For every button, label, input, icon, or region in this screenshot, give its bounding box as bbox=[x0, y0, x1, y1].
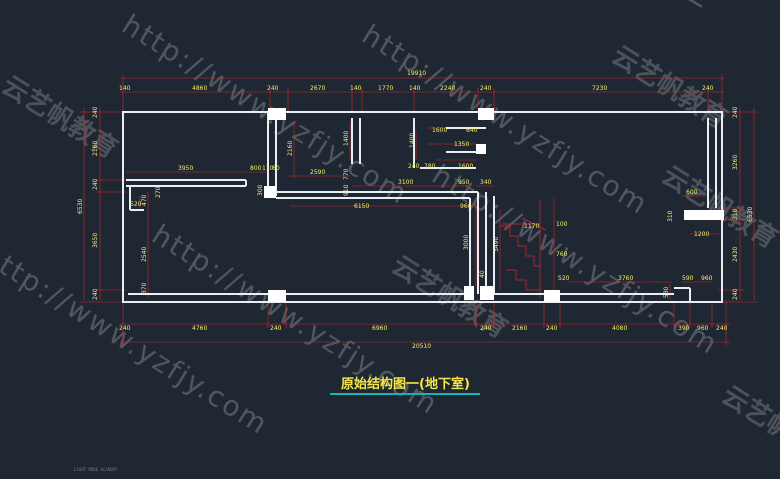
dim-interior: 3100 bbox=[398, 179, 413, 186]
watermark-brand: 云艺帆教育 bbox=[716, 380, 780, 475]
columns bbox=[264, 108, 724, 302]
dim-top-seg: 240 bbox=[480, 85, 492, 92]
watermark-brand: 云艺帆教育 bbox=[0, 70, 123, 165]
dim-interior: 530 bbox=[663, 286, 670, 298]
dim-bottom-total: 20510 bbox=[412, 343, 431, 350]
dim-interior: 240 bbox=[408, 163, 420, 170]
dim-top-total: 19910 bbox=[407, 70, 426, 77]
dim-bottom-seg: 960 bbox=[697, 325, 709, 332]
dim-interior: 1600 bbox=[458, 163, 473, 170]
dim-top-seg: 7230 bbox=[592, 85, 607, 92]
dim-left-seg: 3650 bbox=[92, 233, 99, 248]
dim-interior: 600 bbox=[686, 189, 698, 196]
dimension-labels: 19910 140 4860 240 2670 140 1770 140 224… bbox=[77, 70, 754, 350]
dim-interior: 1170 bbox=[524, 223, 539, 230]
dim-top-seg: 240 bbox=[267, 85, 279, 92]
dim-interior: 760 bbox=[556, 251, 568, 258]
dim-interior: 960 bbox=[460, 203, 472, 210]
dim-interior: 1350 bbox=[454, 141, 469, 148]
dim-top-seg: 2670 bbox=[310, 85, 325, 92]
dim-bottom-seg: 240 bbox=[270, 325, 282, 332]
dim-right-seg: 240 bbox=[732, 288, 739, 300]
dim-interior: 3760 bbox=[618, 275, 633, 282]
dim-bottom-seg: 4080 bbox=[612, 325, 627, 332]
dim-interior: 310 bbox=[667, 210, 674, 222]
dim-interior: 1400 bbox=[343, 131, 350, 146]
dim-bottom-seg: 2160 bbox=[512, 325, 527, 332]
dim-top-seg: 140 bbox=[119, 85, 131, 92]
dim-interior: 1200 bbox=[694, 231, 709, 238]
watermark-brand: 云艺帆教育 bbox=[656, 160, 780, 255]
dim-right-seg: 2430 bbox=[732, 247, 739, 262]
dim-interior: 6150 bbox=[354, 203, 369, 210]
dim-bottom-seg: 390 bbox=[678, 325, 690, 332]
dim-interior: 950 bbox=[458, 179, 470, 186]
walls bbox=[122, 111, 723, 303]
dim-interior: 520 bbox=[558, 275, 570, 282]
dim-interior: 1400 bbox=[409, 133, 416, 148]
dim-interior: 2160 bbox=[287, 141, 294, 156]
dim-left-seg: 240 bbox=[92, 106, 99, 118]
dim-top-seg: 140 bbox=[409, 85, 421, 92]
dim-interior: 2540 bbox=[141, 247, 148, 262]
dim-interior: 110 bbox=[262, 165, 274, 172]
dim-bottom-seg: 240 bbox=[480, 325, 492, 332]
drawing-title: 原始结构图一(地下室) bbox=[341, 376, 470, 392]
dim-left-seg: 240 bbox=[92, 178, 99, 190]
dimension-lines bbox=[80, 74, 758, 346]
dim-interior: 960 bbox=[701, 275, 713, 282]
dim-interior: 910 bbox=[343, 184, 350, 196]
dim-interior: 40 bbox=[479, 270, 486, 278]
dim-interior: 3950 bbox=[178, 165, 193, 172]
dim-interior: 590 bbox=[682, 275, 694, 282]
dim-interior: 3000 bbox=[463, 235, 470, 250]
dim-interior: 2590 bbox=[310, 169, 325, 176]
dim-interior: 370 bbox=[141, 282, 148, 294]
dim-interior: 770 bbox=[343, 168, 350, 180]
dim-left-total: 6530 bbox=[77, 199, 84, 214]
dim-interior: 640 bbox=[466, 127, 478, 134]
dim-interior: 800 bbox=[250, 165, 262, 172]
dim-interior: 3490 bbox=[493, 237, 500, 252]
dim-left-seg: 240 bbox=[92, 288, 99, 300]
dim-interior: 100 bbox=[556, 221, 568, 228]
dim-top-seg: 2240 bbox=[440, 85, 455, 92]
dim-bottom-seg: 6960 bbox=[372, 325, 387, 332]
dim-interior: 780 bbox=[424, 163, 436, 170]
dim-right-seg: 310 bbox=[732, 208, 739, 220]
staircase bbox=[500, 200, 547, 298]
dim-interior: 470 bbox=[141, 194, 148, 206]
title-underline bbox=[330, 393, 480, 395]
drawing-title-block: 原始结构图一(地下室) bbox=[330, 376, 480, 395]
watermark-brand: 云艺帆教育 bbox=[606, 40, 733, 135]
dim-top-seg: 240 bbox=[702, 85, 714, 92]
dim-top-seg: 1770 bbox=[378, 85, 393, 92]
dim-bottom-seg: 4760 bbox=[192, 325, 207, 332]
dim-interior: 340 bbox=[480, 179, 492, 186]
dim-interior: 520 bbox=[130, 201, 142, 208]
dim-bottom-seg: 240 bbox=[119, 325, 131, 332]
dim-right-total: 6530 bbox=[747, 207, 754, 222]
dim-top-seg: 4860 bbox=[192, 85, 207, 92]
dim-bottom-seg: 240 bbox=[546, 325, 558, 332]
dim-right-seg: 240 bbox=[732, 106, 739, 118]
dim-interior: 60 bbox=[272, 165, 280, 172]
dim-interior: 300 bbox=[257, 184, 264, 196]
dim-bottom-seg: 240 bbox=[716, 325, 728, 332]
dim-interior: 270 bbox=[155, 186, 162, 198]
footer-text: LIGHT MODE ACADEMY bbox=[74, 467, 118, 472]
dim-interior: 1600 bbox=[432, 127, 447, 134]
dim-left-seg: 2160 bbox=[92, 141, 99, 156]
watermark-url: http://www.yzfjy.com bbox=[677, 0, 780, 14]
dim-top-seg: 140 bbox=[350, 85, 362, 92]
dim-right-seg: 3260 bbox=[732, 155, 739, 170]
